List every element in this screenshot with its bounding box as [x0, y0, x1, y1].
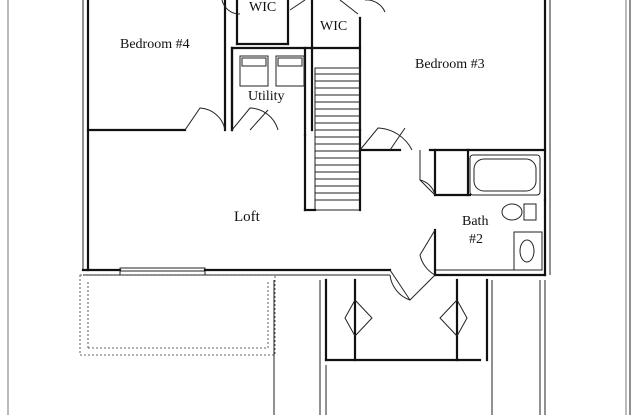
- sheet-border: [7, 0, 631, 415]
- bedroom-4-walls: [86, 0, 234, 132]
- room-label-utility: Utility: [248, 89, 285, 104]
- room-label-bath-number: #2: [469, 232, 483, 247]
- stairs: [303, 67, 362, 212]
- room-label-bath: Bath: [462, 214, 489, 229]
- room-label-bedroom-4: Bedroom #4: [120, 37, 190, 52]
- room-label-loft: Loft: [234, 209, 260, 225]
- utility-walls: [230, 46, 307, 137]
- bath-2-walls: [419, 148, 543, 277]
- room-label-wic-right: WIC: [320, 19, 348, 34]
- wic-left-walls: [221, 0, 314, 50]
- bedroom-3-walls: [358, 127, 547, 152]
- room-label-wic-left: WIC: [249, 0, 277, 15]
- loft-door: [389, 269, 436, 301]
- exterior-walls: [81, 0, 551, 277]
- lower-level: [79, 274, 546, 415]
- room-label-bedroom-3: Bedroom #3: [415, 57, 485, 72]
